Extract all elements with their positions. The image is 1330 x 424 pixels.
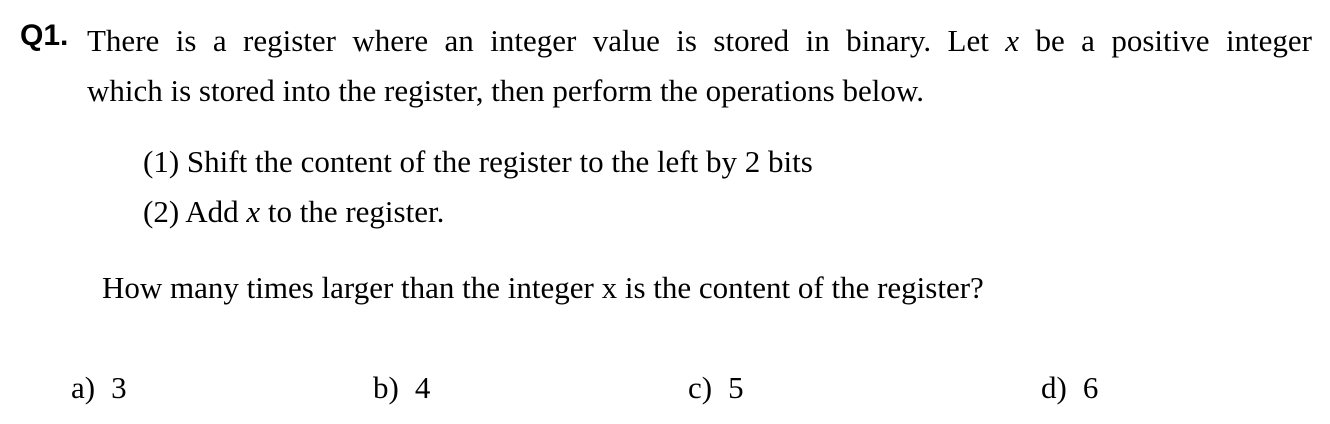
question-label: Q1. [20,19,69,52]
operation-2: (2) Add x to the register. [143,187,813,237]
operation-number: (2) [143,194,180,229]
choice-letter: b) [373,370,399,405]
choice-letter: c) [688,370,713,405]
choice-value: 6 [1082,370,1099,405]
question-prompt: How many times larger than the integer x… [102,270,984,305]
stem-line-1: There is a register where an integer val… [87,16,1312,66]
operation-text: Shift the content of the register to the… [186,144,813,179]
operation-number: (1) [143,144,180,179]
choice-value: 3 [111,370,127,405]
question-stem: There is a register where an integer val… [87,16,1312,116]
choice-c[interactable]: c) 5 [688,366,744,410]
choice-a[interactable]: a) 3 [71,366,127,410]
choice-d[interactable]: d) 6 [1041,366,1098,410]
operation-text-after: to the register. [267,194,445,229]
stem-text-1: There is a register where an integer val… [87,23,989,58]
variable-x: x [246,194,261,229]
variable-x: x [1005,23,1020,58]
choice-letter: a) [71,370,96,405]
operation-1: (1) Shift the content of the register to… [143,137,813,187]
choice-value: 4 [414,370,431,405]
operation-text-before: Add [185,194,239,229]
choice-letter: d) [1041,370,1067,405]
stem-line-2: which is stored into the register, then … [87,73,924,108]
choice-b[interactable]: b) 4 [373,366,430,410]
answer-choices: a) 3 b) 4 c) 5 d) 6 [0,366,1330,410]
operations-list: (1) Shift the content of the register to… [143,137,813,237]
stem-text-2: be a positive integer [1035,23,1313,58]
choice-value: 5 [728,370,744,405]
